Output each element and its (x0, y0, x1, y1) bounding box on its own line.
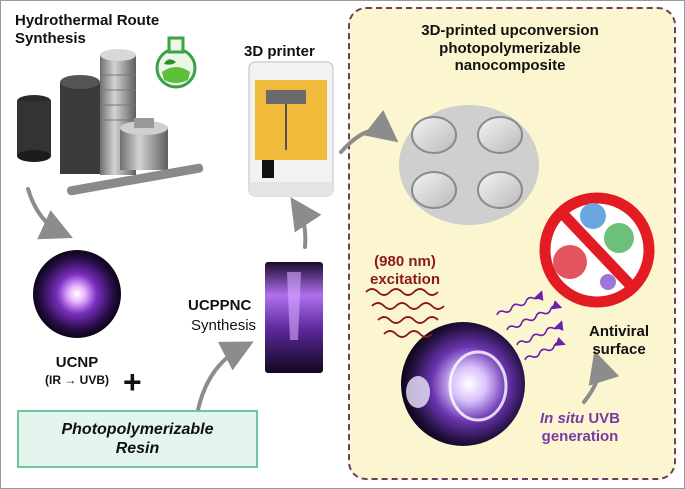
insitu-label: In situ UVB generation (525, 410, 635, 445)
printer-illustration (248, 61, 334, 197)
hydrothermal-label: Hydrothermal Route Synthesis (15, 12, 159, 47)
ucppnc-label: UCPPNC (188, 297, 252, 314)
resin-box: Photopolymerizable Resin (17, 410, 258, 468)
flow-arrows (26, 110, 620, 412)
antiviral-line2: surface (592, 340, 646, 358)
excitation-line1: (980 nm) (374, 253, 436, 270)
uvb-emission-waves (496, 290, 566, 361)
panel-title: 3D-printed upconversion photopolymerizab… (390, 22, 630, 75)
printed-disks-photo (399, 105, 539, 225)
panel-title-line2: photopolymerizable (439, 39, 581, 57)
printer-label: 3D printer (244, 43, 315, 60)
panel-title-line1: 3D-printed upconversion (421, 22, 599, 39)
ir-excitation-waves (365, 288, 445, 338)
ucppnc-sublabel: Synthesis (191, 317, 257, 334)
resin-line2: Resin (115, 440, 160, 457)
antiviral-label: Antiviral surface (579, 323, 659, 358)
plus-sign: + (123, 364, 142, 400)
insitu-rest: UVB (584, 410, 620, 427)
ucnp-sublabel: (IR → UVB) (45, 373, 109, 387)
ucnp-label: UCNP (55, 354, 99, 371)
autoclave-illustration (17, 36, 204, 196)
ucnp-photo (33, 250, 121, 338)
hydrothermal-line1: Hydrothermal Route (15, 12, 160, 29)
hydrothermal-line2: Synthesis (15, 29, 86, 47)
antiviral-line1: Antiviral (588, 323, 649, 340)
insitu-italic: In situ (539, 410, 585, 427)
insitu-line2: generation (541, 427, 619, 445)
panel-title-line3: nanocomposite (454, 57, 566, 75)
resin-line1: Photopolymerizable (61, 420, 214, 438)
excitation-label: (980 nm) excitation (359, 253, 451, 288)
virus-prohibition-icon (539, 192, 655, 308)
excitation-line2: excitation (369, 270, 441, 288)
